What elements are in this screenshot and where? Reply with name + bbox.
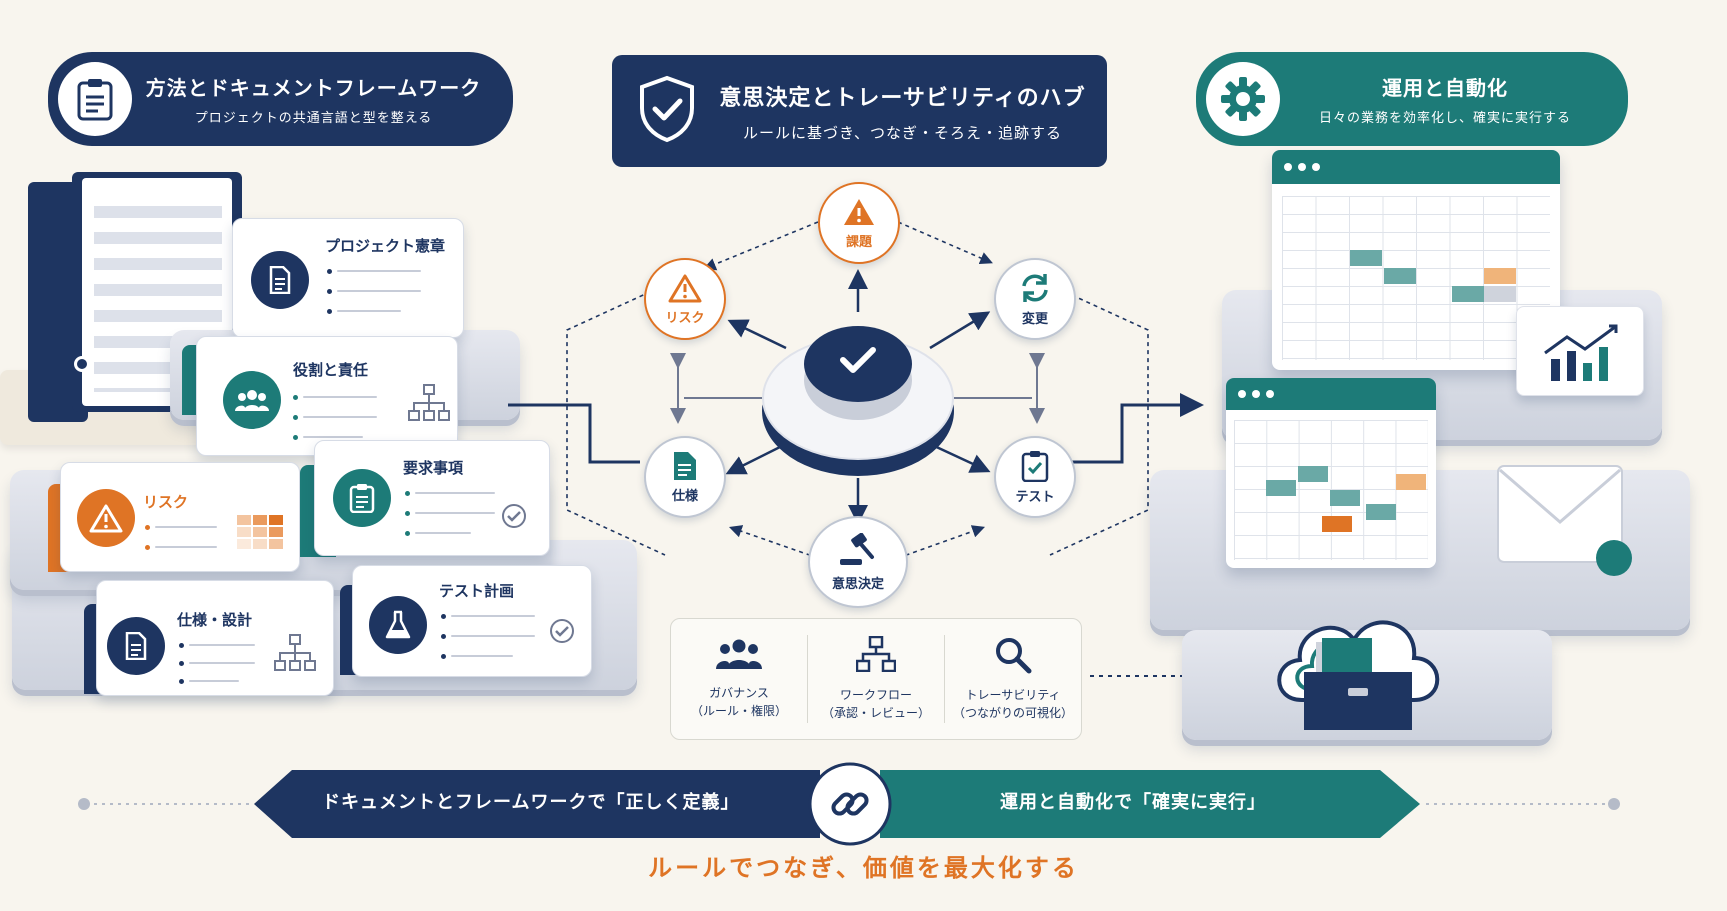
card-title: 役割と責任 — [293, 361, 369, 379]
node-label: 意思決定 — [831, 576, 884, 592]
hub-node-decision: 意思決定 — [808, 516, 908, 608]
card-title: 要求事項 — [403, 459, 464, 477]
header-center-subtitle: ルールに基づき、つなぎ・そろえ・追跡する — [743, 123, 1062, 142]
document-icon — [251, 251, 309, 309]
check-circle-icon — [550, 619, 574, 643]
people-icon — [716, 639, 762, 669]
hub-legend: ガバナンス （ルール・権限） ワークフロー （承認・レビュー） トレーサビリティ… — [670, 618, 1082, 740]
card-title: リスク — [143, 493, 189, 511]
flask-icon — [369, 596, 427, 654]
hub-node-spec: 仕様 — [644, 436, 726, 518]
calendar-window — [1226, 378, 1436, 568]
refresh-icon — [1022, 273, 1048, 302]
warning-icon — [77, 489, 135, 547]
node-label: 仕様 — [671, 488, 698, 504]
card-roles: 役割と責任 — [196, 336, 458, 456]
banner-left-text: ドキュメントとフレームワークで「正しく定義」 — [322, 792, 740, 813]
check-icon — [840, 347, 876, 373]
hub-disk — [762, 318, 954, 478]
banner-right-text: 運用と自動化で「確実に実行」 — [1000, 792, 1266, 813]
hub-node-risk: リスク — [644, 258, 726, 340]
chain-link-icon — [826, 780, 874, 828]
clipboard-icon — [58, 62, 132, 136]
card-spec-design: 仕様・設計 — [96, 580, 334, 696]
warning-icon — [668, 274, 702, 302]
spreadsheet-window — [1272, 150, 1560, 370]
gear-icon — [1206, 62, 1280, 136]
header-right-subtitle: 日々の業務を効率化し、確実に実行する — [1318, 111, 1571, 126]
header-center-box: 意思決定とトレーサビリティのハブ ルールに基づき、つなぎ・そろえ・追跡する — [612, 55, 1107, 167]
card-project-charter: プロジェクト憲章 — [232, 218, 464, 338]
risk-matrix-icon — [237, 515, 283, 549]
magnifier-icon — [996, 638, 1032, 674]
header-left-title: 方法とドキュメントフレームワーク — [145, 76, 482, 100]
card-risk: リスク — [60, 462, 300, 572]
org-chart-icon — [856, 636, 896, 672]
team-icon — [223, 371, 281, 429]
legend-governance: ガバナンス （ルール・権限） — [671, 619, 807, 739]
card-test-plan: テスト計画 — [352, 565, 592, 677]
document-icon — [107, 617, 165, 675]
legend-line1: ワークフロー — [839, 688, 912, 702]
header-left-pill: 方法とドキュメントフレームワーク プロジェクトの共通言語と型を整える — [48, 52, 513, 146]
card-title: プロジェクト憲章 — [325, 237, 446, 255]
warning-icon — [844, 198, 874, 225]
node-label: テスト — [1015, 489, 1055, 505]
node-label: 変更 — [1021, 311, 1048, 327]
hub-node-test: テスト — [994, 436, 1076, 518]
check-circle-icon — [502, 504, 526, 528]
legend-line2: （ルール・権限） — [690, 704, 787, 718]
legend-line1: ガバナンス — [709, 686, 769, 700]
hub-node-issue: 課題 — [818, 182, 900, 264]
document-icon — [674, 451, 696, 480]
card-requirements: 要求事項 — [314, 440, 550, 556]
header-center-title: 意思決定とトレーサビリティのハブ — [719, 85, 1086, 111]
shield-check-icon — [636, 74, 698, 148]
header-right-pill: 運用と自動化 日々の業務を効率化し、確実に実行する — [1196, 52, 1628, 146]
clipboard-check-icon — [1021, 450, 1049, 482]
header-left-subtitle: プロジェクトの共通言語と型を整える — [194, 111, 433, 126]
legend-line1: トレーサビリティ — [965, 688, 1061, 702]
envelope-icon — [1494, 462, 1634, 580]
tagline: ルールでつなぎ、価値を最大化する — [648, 854, 1079, 882]
hub-node-change: 変更 — [994, 258, 1076, 340]
cloud-storage-icon — [1262, 580, 1452, 740]
card-title: テスト計画 — [439, 582, 515, 600]
org-chart-icon — [274, 634, 316, 671]
node-label: リスク — [665, 310, 705, 326]
legend-line2: （つながりの可視化） — [952, 706, 1073, 720]
node-label: 課題 — [845, 234, 872, 250]
header-right-title: 運用と自動化 — [1382, 76, 1508, 100]
card-title: 仕様・設計 — [177, 611, 253, 629]
legend-workflow: ワークフロー （承認・レビュー） — [808, 619, 944, 739]
checklist-icon — [333, 469, 391, 527]
mini-chart-card — [1516, 306, 1644, 396]
trend-chart-icon — [1544, 324, 1618, 381]
org-chart-icon — [408, 384, 450, 421]
gavel-icon — [840, 532, 874, 565]
legend-line2: （承認・レビュー） — [821, 706, 930, 720]
legend-traceability: トレーサビリティ （つながりの可視化） — [945, 619, 1081, 739]
